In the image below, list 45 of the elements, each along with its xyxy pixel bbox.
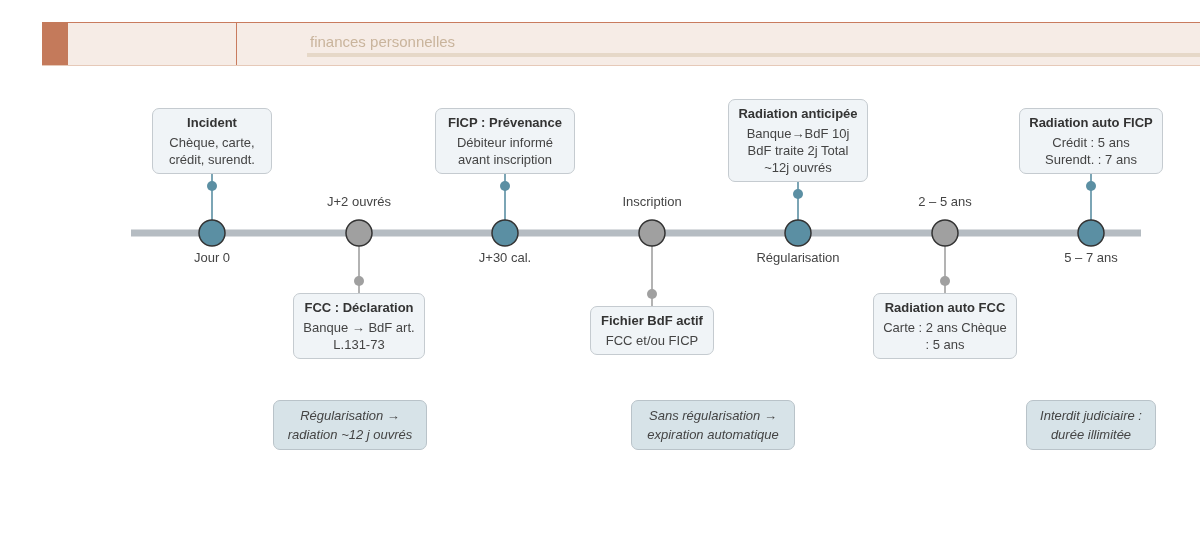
callout-title: Radiation auto FICP xyxy=(1028,114,1154,131)
callout-card xyxy=(435,108,575,174)
leader-line xyxy=(647,245,657,307)
timeline-axis xyxy=(958,229,1078,237)
timeline-axis xyxy=(518,229,639,237)
date-label: J+2 ouvrés xyxy=(327,194,391,209)
callout-title: Radiation auto FCC xyxy=(883,299,1007,316)
callout-text: Chèque, carte, crédit, surendt. xyxy=(168,134,256,168)
callout-title: FICP : Prévenance xyxy=(447,114,563,131)
tagline: finances personnelles xyxy=(310,33,456,50)
leader-line xyxy=(500,173,510,221)
note-box: Interdit judiciaire : durée illimitée xyxy=(1026,400,1156,450)
date-label: Inscription xyxy=(622,194,682,209)
callout-card xyxy=(293,293,425,359)
leader-line xyxy=(1086,173,1096,221)
date-label: 2 – 5 ans xyxy=(918,194,972,209)
callout-title: Incident xyxy=(186,114,238,131)
leader-line xyxy=(207,173,217,221)
callout-text: FCC et/ou FICP xyxy=(604,332,700,349)
callout-card xyxy=(590,306,714,355)
leader-line xyxy=(793,181,803,221)
leader-line xyxy=(354,245,364,294)
callout-card xyxy=(873,293,1017,359)
timeline-axis xyxy=(372,229,492,237)
callout-text: Banque→BdF 10j BdF traite 2j Total ~12j ouvrés xyxy=(745,125,851,176)
date-label: Régularisation xyxy=(756,250,840,265)
timeline-axis xyxy=(811,229,932,237)
date-label: 5 – 7 ans xyxy=(1064,250,1118,265)
timeline-axis xyxy=(665,229,785,237)
date-label: J+30 cal. xyxy=(478,250,532,265)
callout-card xyxy=(152,108,272,174)
callout-title: FCC : Déclaration xyxy=(303,299,415,316)
callout-card xyxy=(1019,108,1163,174)
timeline-axis xyxy=(225,229,346,237)
callout-text: Débiteur informé avant inscription xyxy=(455,134,555,168)
callout-text: Banque → BdF art. L.131-73 xyxy=(302,319,416,353)
callout-title: Fichier BdF actif xyxy=(600,312,704,329)
callout-card xyxy=(728,99,868,182)
callout-text: Crédit : 5 ans Surendt. : 7 ans xyxy=(1044,134,1138,168)
leader-line xyxy=(940,245,950,294)
note-box: Régularisation → radiation ~12 j ouvrés xyxy=(273,400,427,450)
callout-text: Carte : 2 ans Chèque : 5 ans xyxy=(882,319,1008,353)
callout-title: Radiation anticipée xyxy=(737,105,859,122)
date-label: Jour 0 xyxy=(193,250,231,265)
note-box: Sans régularisation → expiration automatique xyxy=(631,400,795,450)
